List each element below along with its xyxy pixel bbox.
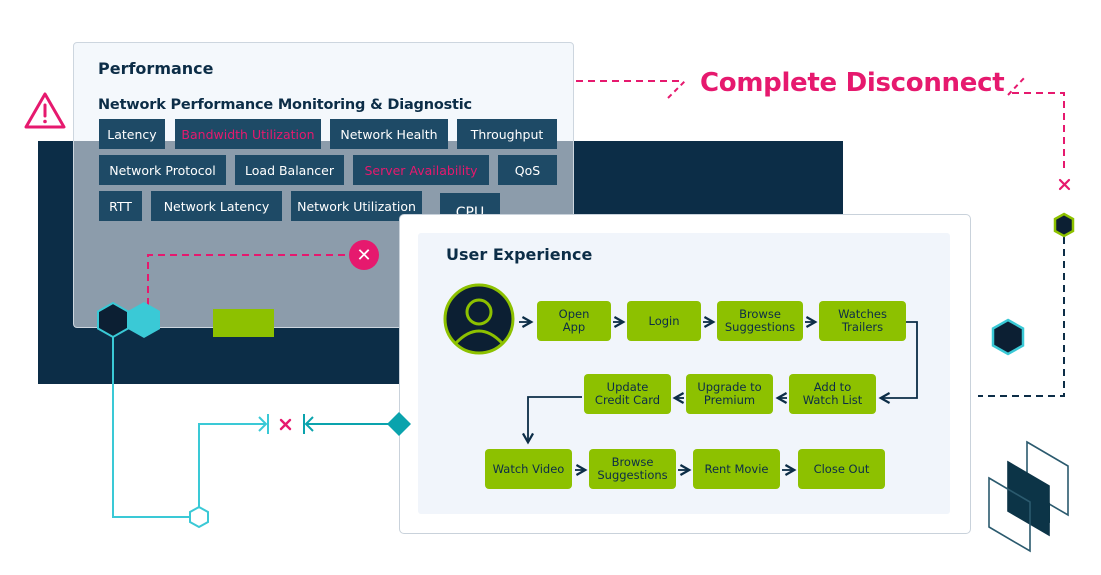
x-icon (1058, 178, 1071, 191)
hexagon-icon (1053, 212, 1075, 238)
x-icon: ✕ (356, 244, 372, 266)
step-close-out: Close Out (798, 449, 885, 489)
stacked-layers-icon (988, 440, 1069, 553)
metric-tag-latency: Latency (99, 119, 165, 149)
step-open-app: Open App (537, 301, 611, 341)
metric-tag-network-protocol: Network Protocol (99, 155, 226, 185)
hexagon-icon (189, 505, 209, 529)
hexagon-icon (991, 318, 1025, 356)
step-watches-trailers: Watches Trailers (819, 301, 906, 341)
metric-tag-load-balancer: Load Balancer (235, 155, 344, 185)
green-indicator-bar (213, 309, 274, 337)
metric-tag-server-availability: Server Availability (353, 155, 489, 185)
metric-tag-network-latency: Network Latency (151, 191, 282, 221)
metric-tag-rtt: RTT (99, 191, 142, 221)
step-upgrade-to-premium: Upgrade to Premium (686, 374, 773, 414)
user-experience-title: User Experience (446, 245, 593, 264)
complete-disconnect-headline: Complete Disconnect (700, 68, 1005, 98)
step-update-credit-card: Update Credit Card (584, 374, 671, 414)
step-watch-video: Watch Video (485, 449, 572, 489)
cyan-connector-2 (198, 423, 266, 507)
user-avatar-icon (443, 283, 515, 355)
metric-tag-bandwidth-utilization: Bandwidth Utilization (175, 119, 321, 149)
step-login: Login (627, 301, 701, 341)
step-browse-suggestions: Browse Suggestions (717, 301, 803, 341)
warning-triangle-icon (24, 92, 66, 129)
metric-tag-qos: QoS (498, 155, 557, 185)
step-browse-suggestions-2: Browse Suggestions (589, 449, 676, 489)
dashed-connector-right (978, 237, 1065, 397)
performance-title: Performance (98, 59, 214, 78)
disconnect-x-badge: ✕ (349, 240, 379, 270)
step-rent-movie: Rent Movie (693, 449, 780, 489)
step-add-to-watch-list: Add to Watch List (789, 374, 876, 414)
metric-tag-throughput: Throughput (457, 119, 557, 149)
performance-subtitle: Network Performance Monitoring & Diagnos… (98, 97, 472, 113)
x-icon (279, 418, 292, 431)
arrow-stop-icon (303, 414, 388, 434)
arrow-stop-icon (258, 414, 269, 434)
metric-tag-network-health: Network Health (330, 119, 448, 149)
